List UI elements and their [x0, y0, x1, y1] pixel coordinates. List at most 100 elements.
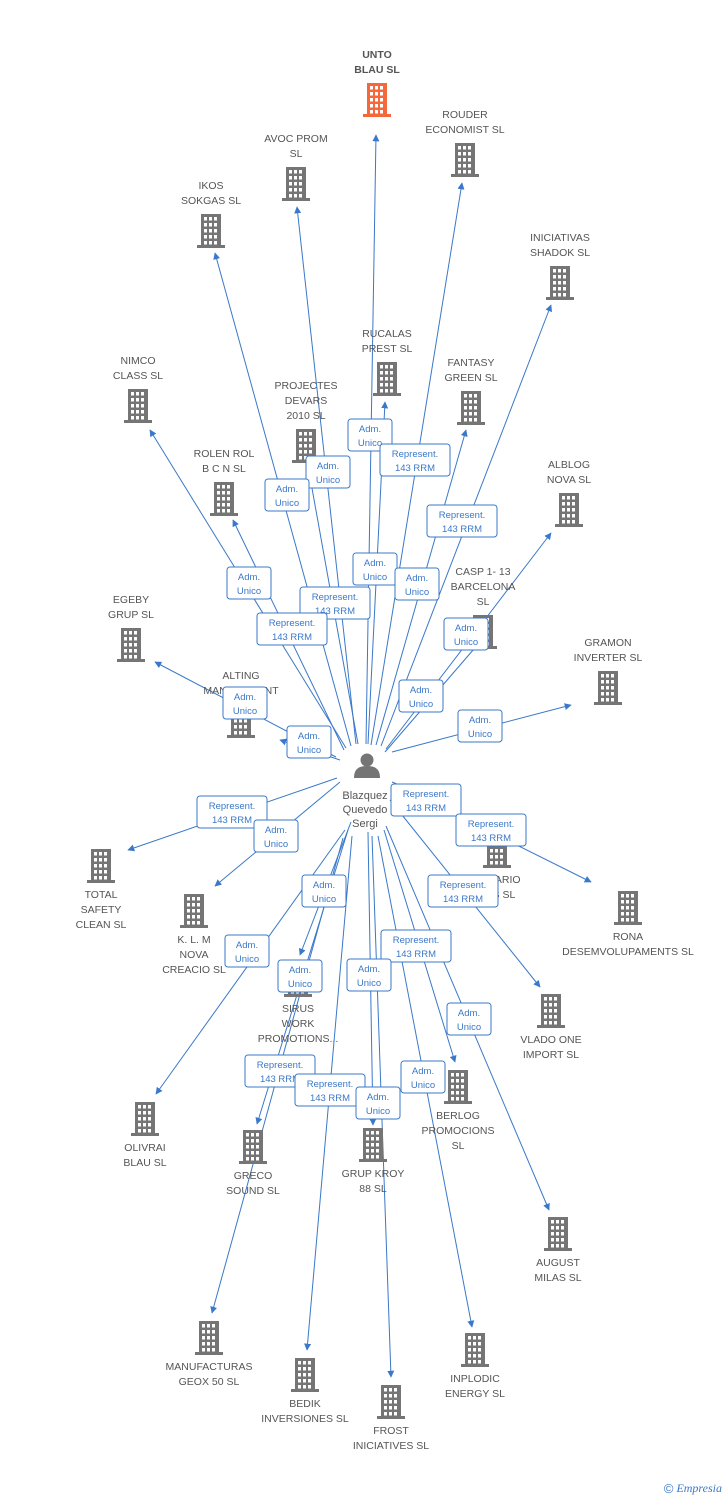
relation-badge[interactable]: Adm.Unico [253, 819, 299, 853]
person-icon [354, 753, 380, 778]
relation-badge[interactable]: Adm.Unico [352, 552, 398, 586]
building-icon [377, 1385, 405, 1419]
company-label-line: BEDIK [289, 1398, 321, 1410]
relation-badge[interactable]: Adm.Unico [398, 679, 444, 713]
company-label-line: SIRUS [282, 1003, 314, 1015]
company-label-line: IMPORT SL [523, 1049, 579, 1061]
center-name-line-1: Blazquez [342, 790, 387, 802]
company-label-line: ENERGY SL [445, 1388, 505, 1400]
relation-badge[interactable]: Adm.Unico [346, 958, 392, 992]
relation-badge[interactable]: Adm.Unico [277, 959, 323, 993]
relation-badge[interactable]: Adm.Unico [400, 1060, 446, 1094]
relation-text-line: Unico [237, 586, 261, 597]
relation-text-line: Unico [409, 699, 433, 710]
building-icon [282, 167, 310, 201]
relation-text-line: 143 RRM [395, 463, 435, 474]
relation-text-line: Adm. [236, 940, 258, 951]
relation-badge[interactable]: Adm.Unico [226, 566, 272, 600]
building-icon [117, 628, 145, 662]
building-icon [180, 894, 208, 928]
relation-text-line: Adm. [412, 1066, 434, 1077]
relation-text-line: Adm. [455, 623, 477, 634]
relation-text-line: Adm. [358, 964, 380, 975]
relation-badge[interactable]: Adm.Unico [457, 709, 503, 743]
relation-text-line: Represent. [269, 618, 315, 629]
company-label-line: SL [290, 148, 303, 160]
center-name-line-3: Sergi [352, 818, 378, 830]
relation-badge[interactable]: Represent.143 RRM [294, 1073, 366, 1107]
relation-text-line: Adm. [317, 461, 339, 472]
building-icon [124, 389, 152, 423]
company-label-line: SOUND SL [226, 1185, 280, 1197]
company-node-iniciativas-shadok[interactable]: INICIATIVAS SHADOK SL [530, 232, 590, 300]
relation-badge[interactable]: Adm.Unico [394, 567, 440, 601]
relation-badge[interactable]: Represent.143 RRM [379, 443, 451, 477]
footer-brand: © Empresia [664, 1481, 722, 1496]
relation-badge[interactable]: Adm.Unico [222, 686, 268, 720]
company-label-line: ROLEN ROL [194, 448, 255, 460]
company-node-olivrai[interactable]: OLIVRAI BLAU SL [123, 1102, 167, 1169]
relation-text-line: 143 RRM [310, 1093, 350, 1104]
company-label-line: GRAMON [584, 637, 631, 649]
building-icon [195, 1321, 223, 1355]
relation-badge[interactable]: Represent.143 RRM [299, 586, 371, 620]
company-label-line: NIMCO [121, 355, 156, 367]
relation-text-line: Unico [264, 839, 288, 850]
company-label-line: INICIATIVAS [530, 232, 590, 244]
company-label-line: BLAU SL [123, 1157, 166, 1169]
relation-badge[interactable]: Adm.Unico [443, 617, 489, 651]
company-label-line: RUCALAS [362, 328, 412, 340]
relation-badge[interactable]: Represent.143 RRM [196, 795, 268, 829]
company-label-line: GRUP KROY [342, 1168, 405, 1180]
company-label-line: OLIVRAI [124, 1142, 165, 1154]
relation-text-line: Represent. [403, 789, 449, 800]
company-label-line: K. L. M [177, 934, 210, 946]
building-icon [614, 891, 642, 925]
company-label-line: INICIATIVES SL [353, 1440, 429, 1452]
relation-badge[interactable]: Adm.Unico [224, 934, 270, 968]
relation-badge[interactable]: Adm.Unico [264, 478, 310, 512]
company-label-line: SHADOK SL [530, 247, 590, 259]
relation-badge[interactable]: Represent.143 RRM [426, 504, 498, 538]
relation-badge[interactable]: Adm.Unico [446, 1002, 492, 1036]
relation-badge[interactable]: Adm.Unico [305, 455, 351, 489]
relation-badge[interactable]: Adm.Unico [286, 725, 332, 759]
company-label-line: RONA [613, 931, 643, 943]
company-label-line: MILAS SL [534, 1272, 581, 1284]
relation-badge[interactable]: Adm.Unico [301, 874, 347, 908]
company-label-line: FANTASY [447, 357, 494, 369]
building-icon [373, 362, 401, 396]
center-person[interactable]: Blazquez Quevedo Sergi [342, 753, 388, 831]
relation-badge[interactable]: Represent.143 RRM [427, 874, 499, 908]
relation-badge[interactable]: Represent.143 RRM [455, 813, 527, 847]
relation-badge[interactable]: Adm.Unico [355, 1086, 401, 1120]
relation-badge[interactable]: Adm.Unico [347, 418, 393, 452]
relation-badge[interactable]: Represent.143 RRM [390, 783, 462, 817]
relation-badge[interactable]: Represent.143 RRM [256, 612, 328, 646]
relation-badge[interactable]: Represent.143 RRM [380, 929, 452, 963]
